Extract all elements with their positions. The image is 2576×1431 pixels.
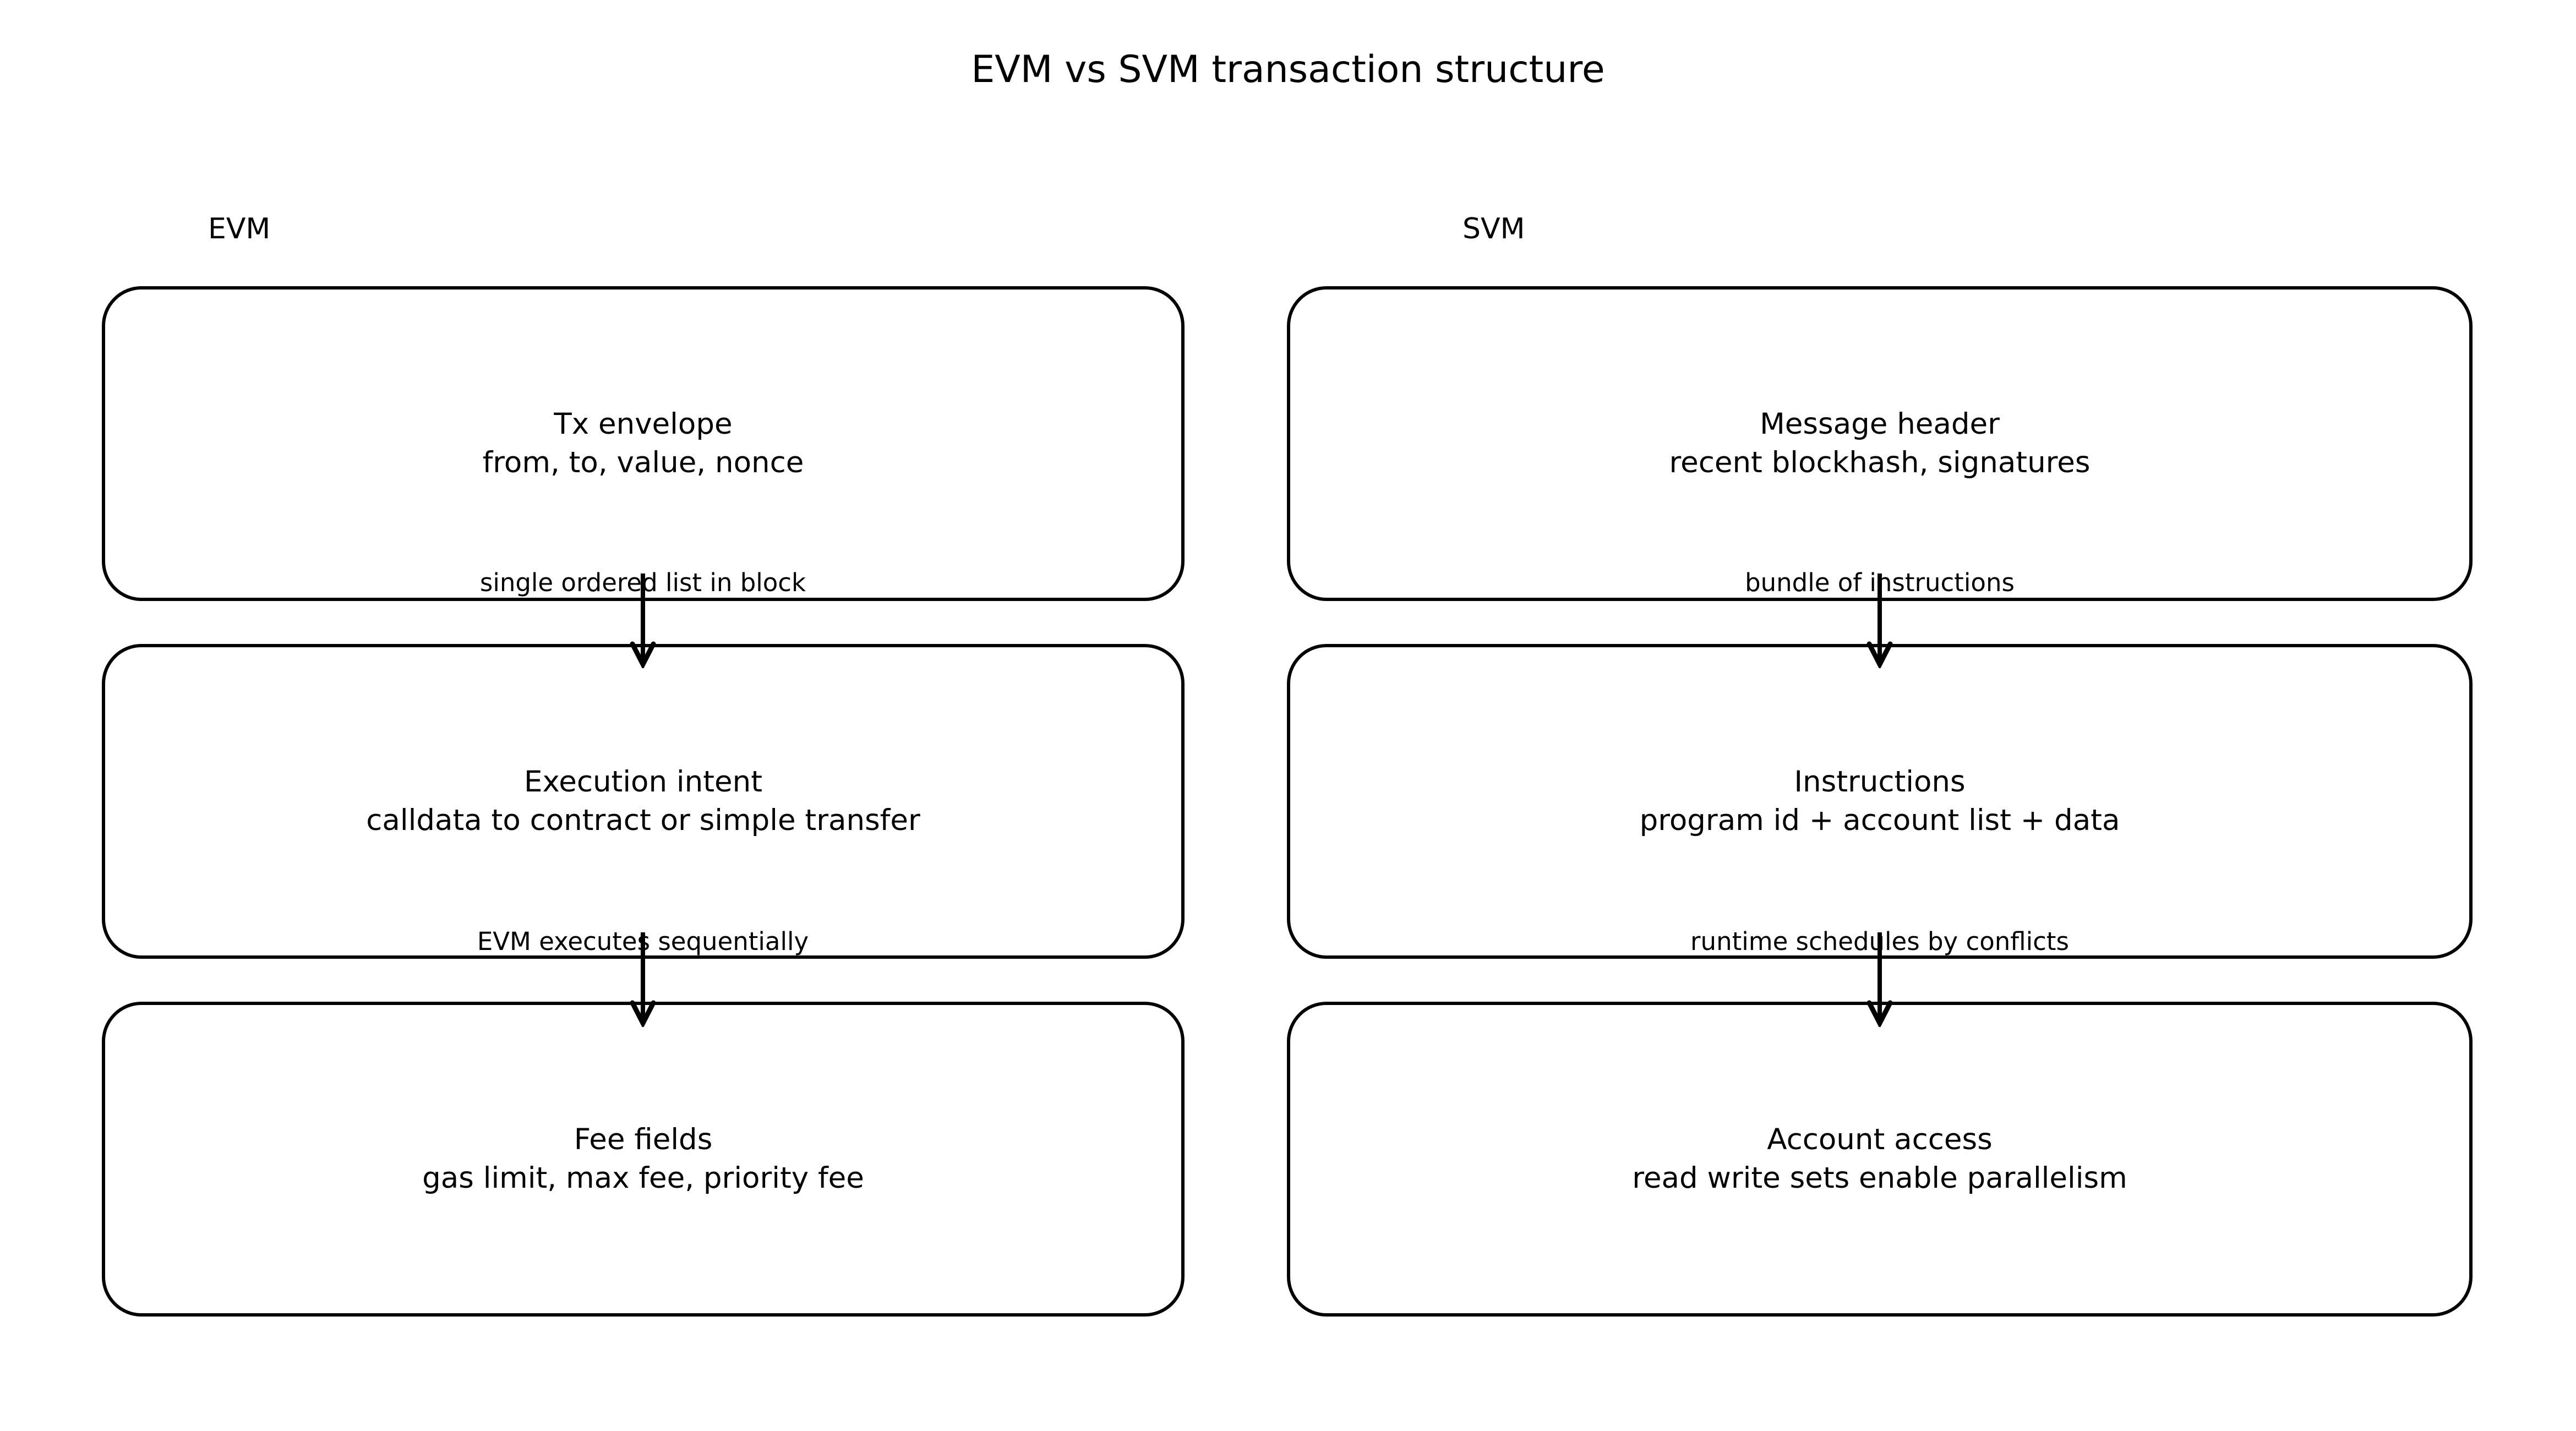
node-subtitle: gas limit, max fee, priority fee (422, 1161, 864, 1195)
node-title: Fee fields (574, 1123, 713, 1157)
node-subtitle: read write sets enable parallelism (1632, 1161, 2127, 1195)
node-title: Message header (1760, 407, 2000, 441)
node-svm-account-access: Account access read write sets enable pa… (1287, 1002, 2473, 1317)
node-evm-tx-envelope: Tx envelope from, to, value, nonce (102, 286, 1185, 601)
node-subtitle: calldata to contract or simple transfer (366, 804, 920, 837)
node-subtitle: from, to, value, nonce (482, 446, 804, 479)
node-title: Execution intent (523, 765, 762, 799)
node-svm-instructions: Instructions program id + account list +… (1287, 644, 2473, 959)
down-arrow-icon (626, 574, 659, 668)
node-evm-execution-intent: Execution intent calldata to contract or… (102, 644, 1185, 959)
diagram-title: EVM vs SVM transaction structure (971, 48, 1605, 91)
down-arrow-icon (1863, 932, 1896, 1027)
node-subtitle: program id + account list + data (1639, 804, 2120, 837)
down-arrow-icon (1863, 574, 1896, 668)
node-title: Account access (1767, 1123, 1993, 1157)
node-title: Instructions (1794, 765, 1966, 799)
node-subtitle: recent blockhash, signatures (1669, 446, 2091, 479)
column-header-evm: EVM (208, 212, 271, 245)
node-title: Tx envelope (554, 407, 733, 441)
node-evm-fee-fields: Fee fields gas limit, max fee, priority … (102, 1002, 1185, 1317)
down-arrow-icon (626, 932, 659, 1027)
node-svm-message-header: Message header recent blockhash, signatu… (1287, 286, 2473, 601)
column-header-svm: SVM (1462, 212, 1525, 245)
